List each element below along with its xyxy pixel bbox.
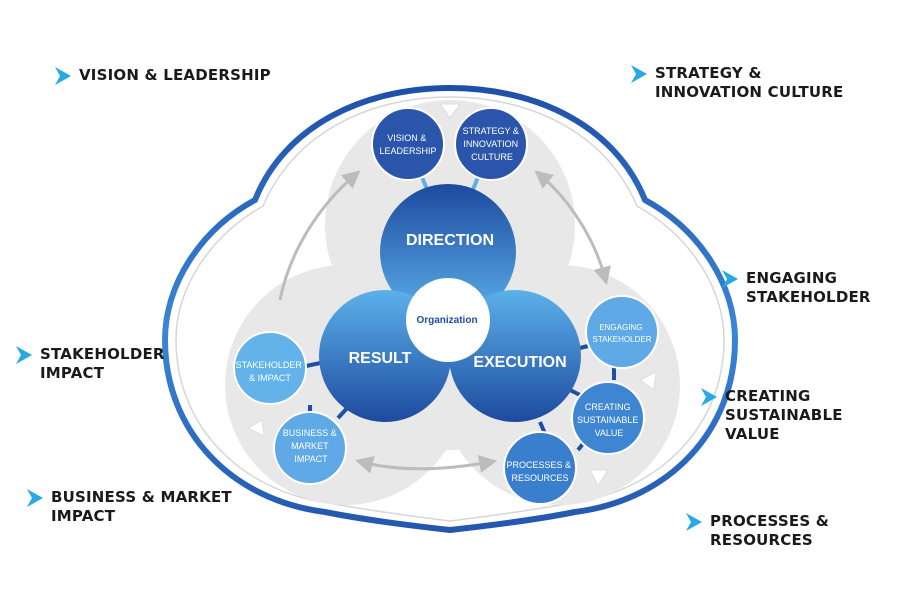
node-vision: VISION & LEADERSHIP: [371, 107, 445, 181]
chevron-arrow-icon: [701, 388, 717, 406]
node-vision-label: VISION & LEADERSHIP: [379, 133, 436, 156]
side-label-creating: CREATING SUSTAINABLE VALUE: [701, 387, 900, 444]
node-creating-label: CREATING SUSTAINABLE VALUE: [577, 402, 641, 438]
node-business-label: BUSINESS & MARKET IMPACT: [283, 428, 340, 464]
node-creating: CREATING SUSTAINABLE VALUE: [571, 381, 645, 455]
direction-circle: [380, 184, 516, 320]
chevron-arrow-icon: [27, 489, 43, 507]
side-label-engaging: ENGAGING STAKEHOLDER: [722, 269, 871, 307]
node-engaging-label: ENGAGING STAKEHOLDER: [593, 323, 652, 344]
side-label-business-text-1: BUSINESS & MARKET: [51, 488, 232, 506]
side-label-vision: VISION & LEADERSHIP: [55, 66, 271, 85]
side-label-strategy-text-2: INNOVATION CULTURE: [655, 83, 844, 101]
side-label-processes-text-1: PROCESSES &: [710, 512, 830, 530]
node-engaging: ENGAGING STAKEHOLDER: [585, 295, 659, 369]
chevron-arrow-icon: [16, 346, 32, 364]
node-stakeholder-label: STAKEHOLDER & IMPACT: [236, 360, 305, 383]
side-label-vision-text-1: VISION & LEADERSHIP: [79, 66, 271, 84]
chevron-arrow-icon: [686, 513, 702, 531]
side-label-processes: PROCESSES & RESOURCES: [686, 512, 829, 550]
side-label-business: BUSINESS & MARKET IMPACT: [27, 488, 232, 526]
side-label-engaging-text-1: ENGAGING: [746, 269, 838, 287]
organization-circle: [406, 278, 490, 362]
node-processes-label: PROCESSES & RESOURCES: [506, 460, 573, 483]
side-label-business-text-2: IMPACT: [51, 507, 116, 525]
execution-label: EXECUTION: [473, 354, 566, 371]
side-label-creating-text-2: SUSTAINABLE VALUE: [725, 406, 843, 443]
node-business: BUSINESS & MARKET IMPACT: [273, 411, 347, 485]
node-strategy: STRATEGY & INNOVATION CULTURE: [454, 107, 528, 181]
cycle-arrows: [278, 170, 611, 474]
core-circles: DIRECTION RESULT EXECUTION Organization: [319, 184, 581, 422]
side-label-creating-text-1: CREATING: [725, 387, 811, 405]
result-label: RESULT: [349, 350, 412, 367]
organization-label: Organization: [416, 315, 477, 326]
side-label-strategy: STRATEGY & INNOVATION CULTURE: [631, 64, 844, 102]
side-label-stakeholder-text-2: IMPACT: [40, 364, 105, 382]
direction-label: DIRECTION: [406, 232, 494, 249]
node-strategy-label: STRATEGY & INNOVATION CULTURE: [463, 126, 522, 162]
side-label-engaging-text-2: STAKEHOLDER: [746, 288, 871, 306]
node-processes: PROCESSES & RESOURCES: [503, 431, 577, 505]
chevron-arrow-icon: [722, 270, 738, 288]
chevron-arrow-icon: [631, 65, 647, 83]
node-stakeholder: STAKEHOLDER & IMPACT: [233, 331, 307, 405]
side-label-processes-text-2: RESOURCES: [710, 531, 813, 549]
side-label-stakeholder-text-1: STAKEHOLDER: [40, 345, 165, 363]
chevron-arrow-icon: [55, 67, 71, 85]
ring-markers: [246, 103, 657, 488]
side-label-strategy-text-1: STRATEGY &: [655, 64, 762, 82]
side-label-stakeholder: STAKEHOLDER IMPACT: [16, 345, 165, 383]
